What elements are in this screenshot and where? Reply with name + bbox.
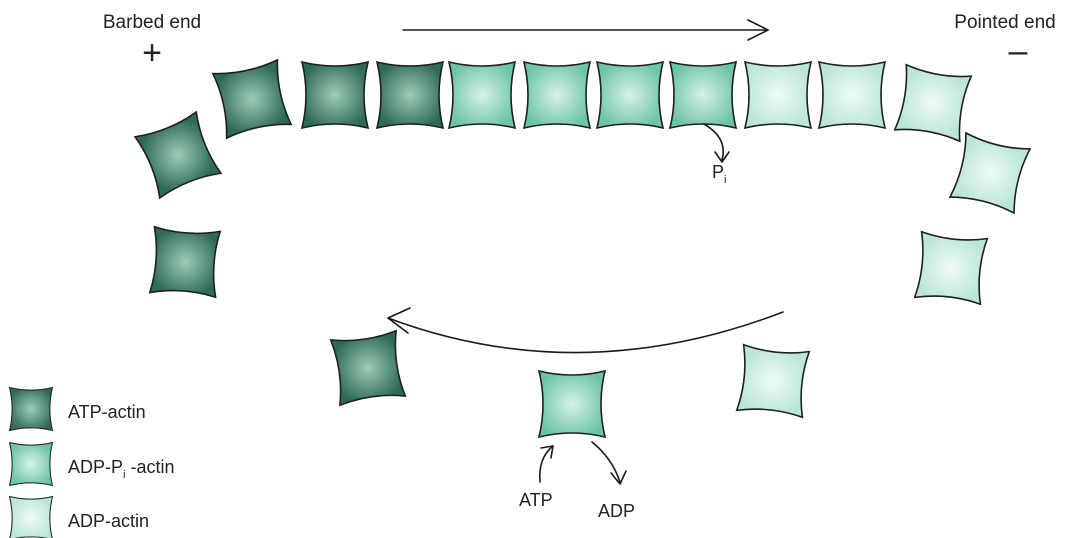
minus-sign: – (1009, 32, 1028, 70)
atp-label: ATP (519, 490, 553, 510)
pointed-end-label: Pointed end (954, 12, 1055, 33)
adp-actin-swatch-icon (10, 497, 53, 538)
adp-label: ADP (598, 501, 635, 521)
atp-actin-monomer (135, 112, 221, 198)
atp-binding-arrow (540, 446, 553, 482)
atp-actin-monomer (150, 227, 220, 297)
adp-actin-monomer (950, 133, 1030, 213)
legend-swatch-adp-pi-actin (10, 443, 53, 486)
adp-pi-actin-monomer (524, 62, 590, 128)
legend-label-adp-pi-actin: ADP-Pi -actin (68, 457, 175, 481)
adp-actin-monomer (745, 62, 811, 128)
pi-release-arrow (704, 124, 729, 162)
adp-actin-monomer (895, 65, 971, 141)
adp-release-arrow (592, 442, 626, 484)
legend-swatch-adp-actin (10, 497, 53, 538)
adp-actin-monomer (915, 232, 988, 305)
adp-actin-monomer (819, 62, 885, 128)
adp-pi-actin-monomer (670, 62, 736, 128)
bottom-return-arrow (388, 308, 783, 353)
adp-pi-actin-swatch-icon (10, 443, 53, 486)
atp-actin-monomer (377, 62, 443, 128)
atp-actin-monomer (331, 331, 406, 406)
adp-pi-actin-monomer (539, 371, 605, 437)
adp-pi-actin-monomer (449, 62, 515, 128)
plus-sign: + (142, 34, 162, 72)
barbed-end-label: Barbed end (103, 12, 201, 33)
pi-label: Pi (712, 162, 726, 186)
atp-actin-monomer (213, 60, 291, 138)
actin-monomers (135, 60, 1030, 437)
top-direction-arrow (403, 20, 768, 40)
legend-label-atp-actin: ATP-actin (68, 402, 146, 422)
atp-actin-swatch-icon (10, 388, 53, 431)
legend-swatch-atp-actin (10, 388, 53, 431)
legend-label-adp-actin: ADP-actin (68, 511, 149, 531)
adp-actin-monomer (737, 345, 810, 418)
adp-pi-actin-monomer (597, 62, 663, 128)
atp-actin-monomer (302, 62, 368, 128)
legend: ATP-actin ADP-Pi -actin ADP-actin (10, 388, 175, 538)
